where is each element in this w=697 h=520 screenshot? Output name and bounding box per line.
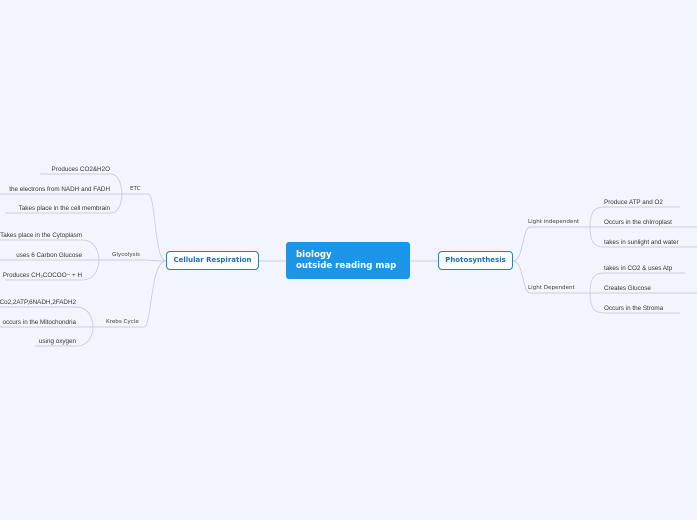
- leaf[interactable]: s Co2,2ATP,6NADH,2FADH2: [0, 299, 76, 306]
- subtopic-etc[interactable]: ETC: [130, 186, 141, 192]
- leaf[interactable]: takes in CO2 & uses Atp: [604, 265, 673, 272]
- leaf[interactable]: the electrons from NADH and FADH: [9, 186, 110, 193]
- leaf[interactable]: Creates Glucose: [604, 285, 651, 292]
- leaf[interactable]: Occurs in the Stroma: [604, 305, 664, 312]
- leaf[interactable]: occurs in the Mitochondria: [2, 319, 77, 326]
- leaf[interactable]: uses 6 Carbon Glucose: [16, 252, 82, 259]
- topic-photosynthesis[interactable]: Photosynthesis: [438, 251, 513, 270]
- leaf[interactable]: Produces CO2&H2O: [51, 166, 110, 173]
- subtopic-light-dependent[interactable]: Light Dependent: [528, 285, 575, 291]
- central-topic-line1: biology: [296, 250, 332, 260]
- leaf[interactable]: Occurs in the chlrroplast: [604, 219, 672, 226]
- subtopic-glycolysis[interactable]: Glycolysis: [112, 252, 140, 258]
- subtopic-krebs-cycle[interactable]: Krebs Cycle: [106, 319, 139, 325]
- subtopic-light-independent[interactable]: Light independent: [528, 219, 580, 225]
- central-topic-line2: outside reading map: [296, 261, 397, 271]
- topic-cellular-respiration[interactable]: Cellular Respiration: [166, 251, 259, 270]
- leaf[interactable]: takes in sunlight and water: [604, 239, 679, 246]
- leaf[interactable]: using oxygen: [38, 338, 76, 345]
- leaf[interactable]: Takes place in the Cytoplasm: [0, 232, 82, 239]
- central-topic[interactable]: biology outside reading map: [286, 242, 410, 279]
- leaf[interactable]: Produce ATP and O2: [604, 199, 663, 206]
- leaf[interactable]: Produces CH₃COCOO− + H: [2, 272, 82, 279]
- leaf[interactable]: Takes place in the cell membrain: [18, 205, 110, 212]
